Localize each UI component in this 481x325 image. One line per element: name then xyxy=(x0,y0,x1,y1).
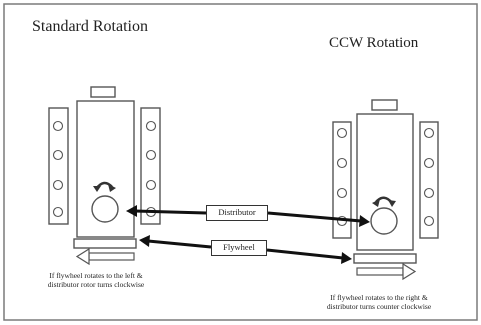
outer-border xyxy=(3,3,478,321)
right-exhaust-ports-right xyxy=(423,127,435,227)
left-cylinder-bank-left xyxy=(48,107,69,225)
caption-line: If flywheel rotates to the left & xyxy=(49,271,143,280)
ccw-rotation-title: CCW Rotation xyxy=(329,35,419,51)
ccw-rotation-caption: If flywheel rotates to the right & distr… xyxy=(296,293,462,311)
left-exhaust-ports-left xyxy=(52,120,64,218)
right-front-pulley xyxy=(371,99,398,111)
right-rotation-arrow-counterclockwise-icon xyxy=(372,196,396,207)
left-flywheel xyxy=(73,238,137,249)
left-flywheel-direction-arrow-icon xyxy=(75,247,135,266)
flywheel-pointer-right xyxy=(266,248,352,264)
caption-line: distributor rotor turns clockwise xyxy=(47,280,145,289)
left-engine xyxy=(48,86,161,249)
caption-line: If flywheel rotates to the right & xyxy=(330,293,428,302)
distributor-label: Distributor xyxy=(206,205,268,221)
flywheel-pointer-left xyxy=(139,235,212,249)
left-front-pulley xyxy=(90,86,116,98)
right-flywheel xyxy=(353,253,417,264)
left-exhaust-ports-right xyxy=(145,120,157,218)
caption-line: distributor turns counter clockwise xyxy=(326,302,432,311)
right-cylinder-bank-left xyxy=(332,121,352,239)
left-cylinder-bank-right xyxy=(140,107,161,225)
left-rotation-arrow-clockwise-icon xyxy=(93,181,116,192)
right-distributor xyxy=(370,207,398,235)
standard-rotation-caption: If flywheel rotates to the left & distri… xyxy=(30,271,162,289)
right-flywheel-direction-arrow-icon xyxy=(356,262,417,281)
right-cylinder-bank-right xyxy=(419,121,439,239)
standard-rotation-title: Standard Rotation xyxy=(32,18,148,35)
distributor-pointer-left xyxy=(126,205,207,217)
right-engine xyxy=(332,99,439,264)
left-distributor xyxy=(91,195,119,223)
distributor-pointer-right xyxy=(267,211,370,227)
flywheel-label: Flywheel xyxy=(211,240,267,256)
